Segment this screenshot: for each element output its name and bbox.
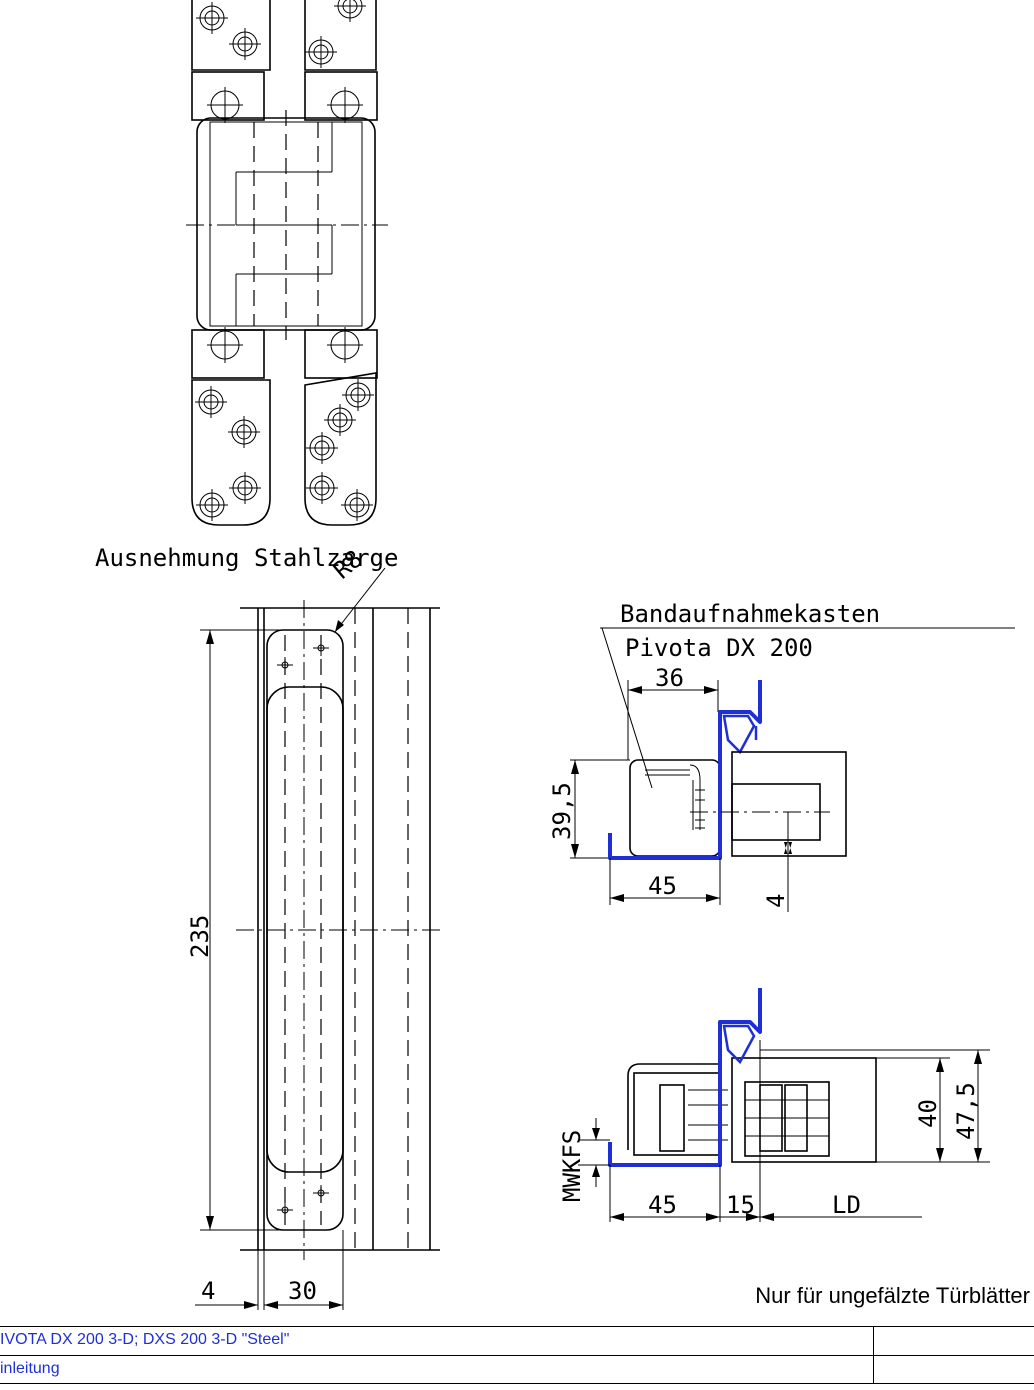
recess-view: [195, 567, 440, 1310]
dim-45-top: 45: [648, 872, 677, 900]
ausnehmung-label: Ausnehmung Stahlzarge: [95, 544, 398, 572]
dim-47-5: 47,5: [952, 1082, 980, 1140]
dim-ld: LD: [832, 1191, 861, 1219]
dim-235: 235: [186, 915, 214, 958]
dim-15: 15: [726, 1191, 755, 1219]
title-cell: IVOTA DX 200 3-D; DXS 200 3-D "Steel": [0, 1327, 874, 1355]
dim-36: 36: [655, 664, 684, 692]
dim-4-right: 4: [762, 894, 790, 908]
kasten-title: Bandaufnahmekasten: [620, 600, 880, 628]
document-type: inleitung: [0, 1360, 60, 1377]
section-top: Bandaufnahmekasten Pivota DX 200: [570, 600, 1015, 912]
screw-holes: [195, 0, 374, 521]
title-block-bottom-rule: [0, 1383, 1034, 1384]
dim-40: 40: [914, 1099, 942, 1128]
section-bottom: [578, 988, 990, 1222]
dim-4-left: 4: [201, 1277, 215, 1305]
dim-39-5: 39,5: [548, 782, 576, 840]
kasten-subtitle: Pivota DX 200: [625, 634, 813, 662]
title-block: IVOTA DX 200 3-D; DXS 200 3-D "Steel" in…: [0, 1326, 1034, 1384]
product-title: IVOTA DX 200 3-D; DXS 200 3-D "Steel": [0, 1331, 290, 1348]
dim-45-bottom: 45: [648, 1191, 677, 1219]
unfalzed-note: Nur für ungefälzte Türblätter: [755, 1283, 1030, 1308]
dim-mwkfs: MWKFS: [558, 1130, 586, 1202]
subtitle-row: inleitung: [0, 1355, 1034, 1384]
hinge-top-view: [186, 0, 388, 526]
subtitle-cell: inleitung: [0, 1356, 874, 1384]
dim-30: 30: [288, 1277, 317, 1305]
title-row: IVOTA DX 200 3-D; DXS 200 3-D "Steel": [0, 1327, 1034, 1355]
